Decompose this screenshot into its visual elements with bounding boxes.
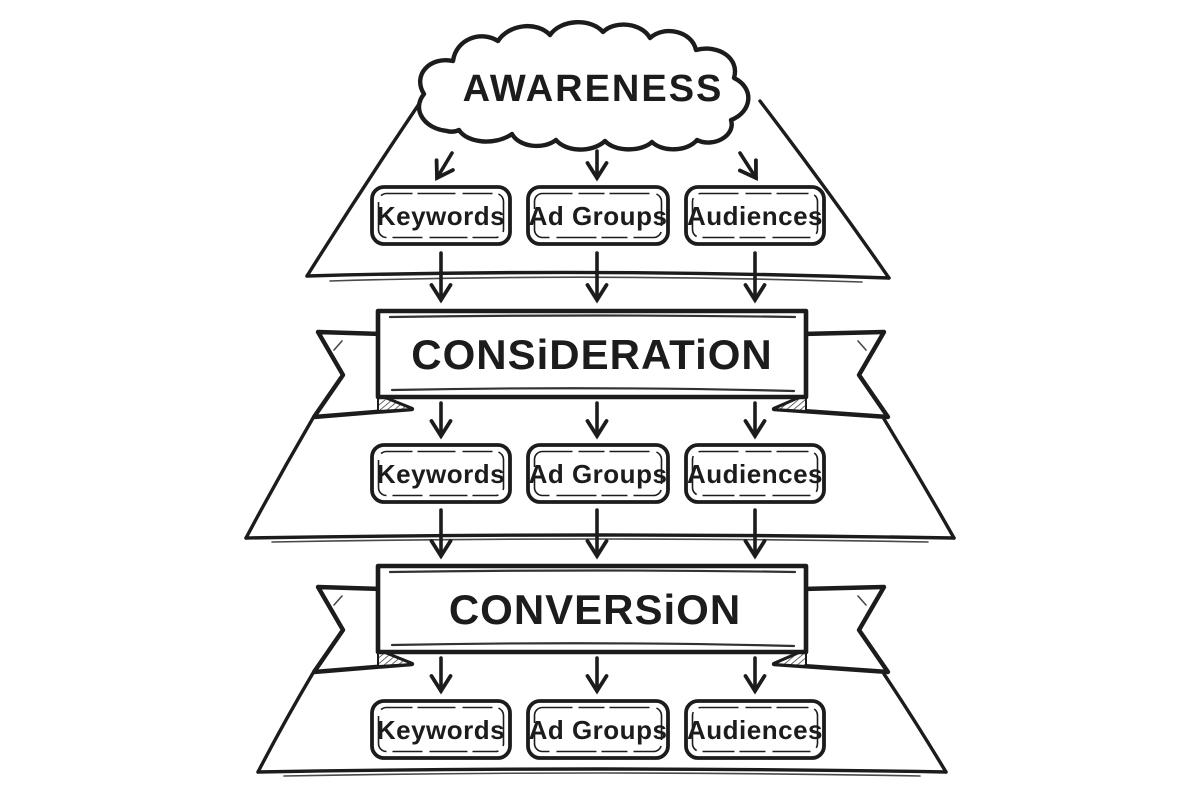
stage-label-conversion: CONVERSiON: [449, 586, 741, 633]
section3-right-edge: [882, 672, 948, 774]
conversion-banner-rect: [375, 563, 809, 655]
funnel-section-conversion-outline: [256, 671, 948, 777]
box-label-audiences: Audiences: [687, 459, 823, 489]
arrows-conversion-to-boxes: [429, 656, 767, 695]
box-outer-border: [684, 443, 826, 504]
section3-left-edge: [256, 671, 315, 774]
conversion-banner-top-sketch: [388, 569, 797, 574]
box-inner-border: [691, 706, 819, 753]
box-label-keywords: Keywords: [377, 715, 505, 745]
stage-conversion: CONVERSiON: [311, 563, 891, 675]
conversion-ad-groups-box: Ad Groups: [526, 699, 670, 760]
stage-label-consideration: CONSiDERATiON: [411, 331, 772, 378]
box-label-keywords: Keywords: [377, 459, 505, 489]
box-outer-border: [526, 443, 670, 504]
box-outer-border: [526, 185, 670, 246]
awareness-audiences-box: Audiences: [684, 185, 826, 246]
box-label-audiences: Audiences: [687, 715, 823, 745]
box-outer-border: [370, 185, 512, 246]
box-inner-border: [533, 450, 663, 497]
consideration-keywords-box: Keywords: [370, 443, 512, 504]
conversion-audiences-box: Audiences: [684, 699, 826, 760]
conversion-keywords-box: Keywords: [370, 699, 512, 760]
section3-bottom-edge: [256, 767, 948, 774]
section2-bottom-sketch: [271, 538, 929, 543]
conversion-banner-bottom-sketch: [390, 642, 796, 648]
box-outer-border: [684, 699, 826, 760]
arrows-boxes-to-conversion: [429, 508, 767, 560]
box-label-ad-groups: Ad Groups: [529, 201, 668, 231]
stage-consideration: CONSiDERATiON: [311, 308, 891, 420]
box-inner-border: [691, 450, 819, 497]
section2-left-edge: [244, 416, 315, 540]
arrow-awareness-to-audiences: [738, 151, 758, 181]
box-outer-border: [684, 185, 826, 246]
awareness-ad-groups-box: Ad Groups: [526, 185, 670, 246]
consideration-ad-groups-box: Ad Groups: [526, 443, 670, 504]
consideration-banner-top-sketch: [388, 314, 797, 319]
box-inner-border: [377, 192, 505, 239]
consideration-banner-rect: [375, 308, 809, 400]
box-outer-border: [526, 699, 670, 760]
box-inner-border: [533, 192, 663, 239]
stage-label-awareness: AWARENESS: [463, 68, 724, 110]
awareness-cloud-shape: [416, 20, 751, 152]
box-inner-border: [691, 192, 819, 239]
arrow-awareness-to-keywords: [434, 151, 455, 182]
box-inner-border: [533, 706, 663, 753]
box-label-keywords: Keywords: [377, 201, 505, 231]
box-outer-border: [370, 443, 512, 504]
section1-right-edge: [758, 99, 891, 280]
section1-left-edge: [305, 102, 421, 278]
consideration-banner-bottom-sketch: [390, 387, 796, 393]
arrows-awareness-to-boxes: [434, 149, 758, 182]
stage-awareness: AWARENESS: [416, 20, 751, 152]
box-label-ad-groups: Ad Groups: [529, 459, 668, 489]
section2-bottom-edge: [244, 533, 956, 540]
funnel-section-consideration-outline: [244, 416, 956, 543]
section2-right-edge: [882, 417, 956, 540]
arrows-consideration-to-boxes: [429, 401, 767, 440]
box-label-audiences: Audiences: [687, 201, 823, 231]
arrows-boxes-to-consideration: [429, 251, 767, 304]
box-label-ad-groups: Ad Groups: [529, 715, 668, 745]
conversion-tail-left-sketch: [333, 595, 343, 606]
box-inner-border: [377, 706, 505, 753]
consideration-tail-right-sketch: [857, 340, 867, 351]
box-outer-border: [370, 699, 512, 760]
awareness-keywords-box: Keywords: [370, 185, 512, 246]
consideration-tail-left-sketch: [333, 340, 343, 351]
consideration-audiences-box: Audiences: [684, 443, 826, 504]
section3-bottom-sketch: [283, 772, 921, 777]
box-inner-border: [377, 450, 505, 497]
conversion-tail-right-sketch: [857, 595, 867, 606]
